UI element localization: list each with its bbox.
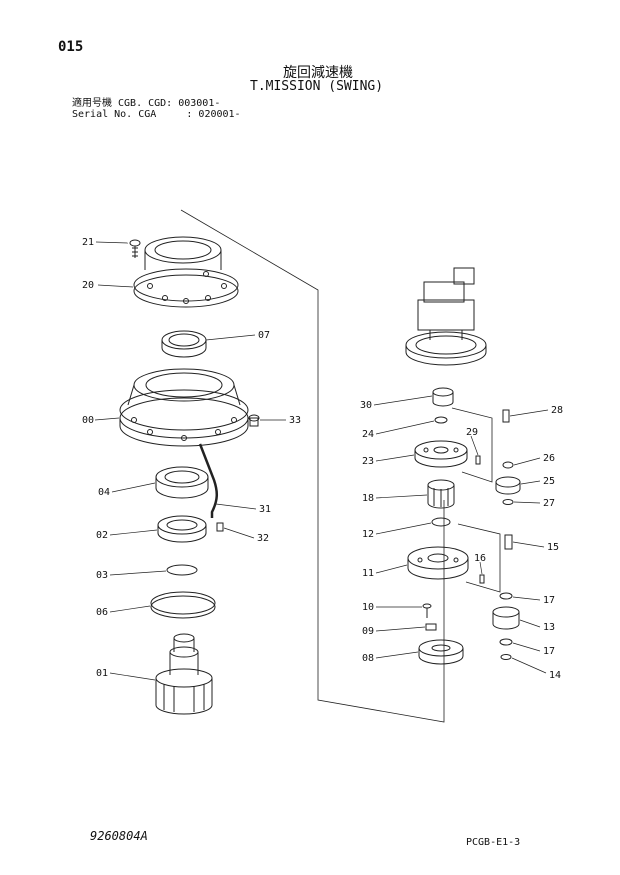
assembly-overview-icon xyxy=(405,267,487,366)
bearing-icon xyxy=(499,638,513,646)
callout-21: 21 xyxy=(82,237,94,248)
page-number: 015 xyxy=(58,39,84,55)
washer-icon xyxy=(502,499,514,505)
callout-01: 01 xyxy=(96,668,108,679)
washer-icon xyxy=(500,654,512,660)
gear-icon xyxy=(427,479,455,509)
plug-icon xyxy=(248,414,260,427)
seal-icon xyxy=(157,515,207,543)
bolt-icon xyxy=(422,603,432,618)
ring-icon xyxy=(150,591,216,619)
callout-25: 25 xyxy=(543,476,555,487)
serial-line-2: Serial No. CGA : 020001- xyxy=(72,109,241,120)
callout-27: 27 xyxy=(543,498,555,509)
carrier-icon xyxy=(414,440,468,468)
shaft-icon xyxy=(155,633,213,715)
gear-icon xyxy=(495,476,521,495)
washer-icon xyxy=(431,517,451,527)
pipe-icon xyxy=(198,443,218,518)
serial-line-1: 適用号機 CGB. CGD: 003001- xyxy=(72,98,221,109)
pin-frame-line xyxy=(457,523,501,593)
shim-icon xyxy=(166,564,198,576)
callout-07: 07 xyxy=(258,330,270,341)
callout-30: 30 xyxy=(360,400,372,411)
bearing-icon xyxy=(502,461,514,469)
lock-plate-icon xyxy=(425,623,437,631)
callout-10: 10 xyxy=(362,602,374,613)
callout-18: 18 xyxy=(362,493,374,504)
document-code: 9260804A xyxy=(90,829,148,843)
gear-icon xyxy=(492,606,520,630)
callout-14: 14 xyxy=(549,670,561,681)
bearing-icon xyxy=(432,387,454,407)
callout-13: 13 xyxy=(543,622,555,633)
title-english: T.MISSION (SWING) xyxy=(250,79,384,94)
pin-frame-line xyxy=(451,407,493,483)
callout-16: 16 xyxy=(474,553,486,564)
callout-26: 26 xyxy=(543,453,555,464)
callout-24: 24 xyxy=(362,429,374,440)
callout-33: 33 xyxy=(289,415,301,426)
bearing-icon xyxy=(499,592,513,600)
callout-09: 09 xyxy=(362,626,374,637)
callout-23: 23 xyxy=(362,456,374,467)
callout-17b: 17 xyxy=(543,646,555,657)
bearing-icon xyxy=(155,466,209,499)
callout-17a: 17 xyxy=(543,595,555,606)
washer-icon xyxy=(434,416,448,424)
callout-32: 32 xyxy=(257,533,269,544)
housing-icon xyxy=(119,368,249,447)
carrier-icon xyxy=(407,546,469,580)
callout-03: 03 xyxy=(96,570,108,581)
bolt-icon xyxy=(129,239,141,258)
title-japanese: 旋回減速機 xyxy=(283,65,353,81)
pin-icon xyxy=(479,574,485,584)
page-code: PCGB-E1-3 xyxy=(466,837,521,848)
pin-icon xyxy=(502,409,510,423)
pin-icon xyxy=(475,455,481,465)
callout-28: 28 xyxy=(551,405,563,416)
callout-04: 04 xyxy=(98,487,110,498)
callout-12: 12 xyxy=(362,529,374,540)
callout-00: 00 xyxy=(82,415,94,426)
ring-nut-icon xyxy=(418,639,464,665)
callout-11: 11 xyxy=(362,568,374,579)
fitting-icon xyxy=(216,522,224,532)
callout-08: 08 xyxy=(362,653,374,664)
bearing-icon xyxy=(161,330,207,358)
callout-29: 29 xyxy=(466,427,478,438)
callout-15: 15 xyxy=(547,542,559,553)
callout-06: 06 xyxy=(96,607,108,618)
callout-02: 02 xyxy=(96,530,108,541)
assembly-frame-line xyxy=(180,209,445,723)
callout-31: 31 xyxy=(259,504,271,515)
cover-flange-icon xyxy=(133,236,239,308)
pin-icon xyxy=(504,534,513,550)
callout-20: 20 xyxy=(82,280,94,291)
